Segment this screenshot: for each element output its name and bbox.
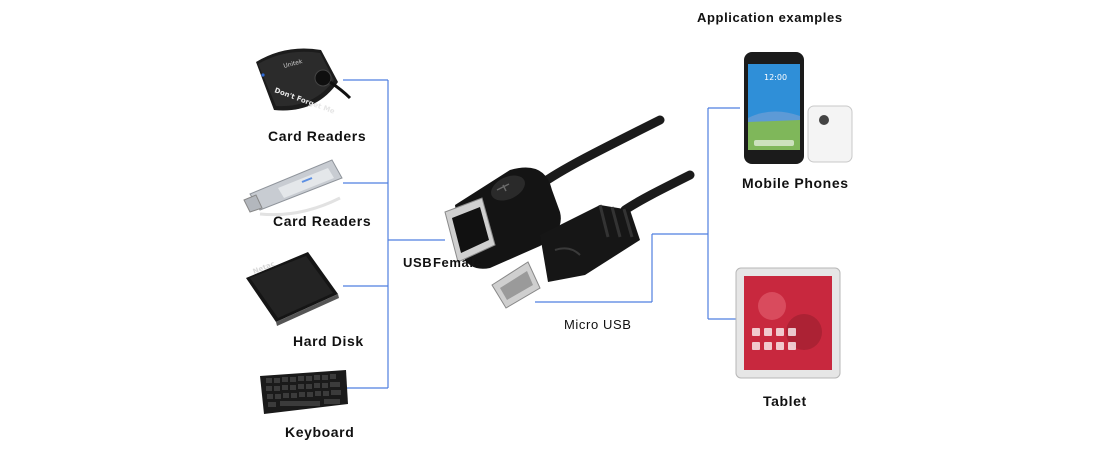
hard-disk-device: Netac	[240, 248, 345, 333]
card-reader-device: Unitek Don't Forget Me	[246, 42, 356, 127]
label-hard-disk: Hard Disk	[293, 333, 364, 349]
usb-label: USB	[403, 255, 433, 270]
label-card-readers-2: Card Readers	[273, 213, 372, 229]
phone-icon: 12:00	[744, 52, 853, 164]
usb-stick-icon	[243, 159, 343, 217]
otg-cable-icon	[444, 115, 695, 309]
keyboard-icon	[260, 370, 348, 414]
tablet-device	[732, 266, 844, 386]
usb-stick-device	[240, 148, 350, 223]
keyboard-device	[256, 364, 351, 424]
label-keyboard: Keyboard	[285, 424, 355, 440]
phone-screen-time: 12:00	[764, 73, 787, 82]
application-examples-title: Application examples	[697, 10, 843, 25]
tablet-icon	[735, 267, 841, 379]
label-mobile-phones: Mobile Phones	[742, 175, 849, 191]
card-reader-brand: Unitek	[283, 58, 304, 70]
mobile-phone-device: 12:00	[742, 48, 857, 173]
label-card-readers-1: Card Readers	[268, 128, 367, 144]
label-tablet: Tablet	[763, 393, 807, 409]
hard-disk-icon: Netac	[246, 252, 339, 326]
micro-usb-label: Micro USB	[564, 317, 632, 332]
card-reader-icon: Unitek Don't Forget Me	[256, 48, 352, 116]
right-connector-lines	[535, 107, 740, 320]
left-connector-lines	[343, 79, 445, 389]
female-label: Female	[433, 255, 482, 270]
